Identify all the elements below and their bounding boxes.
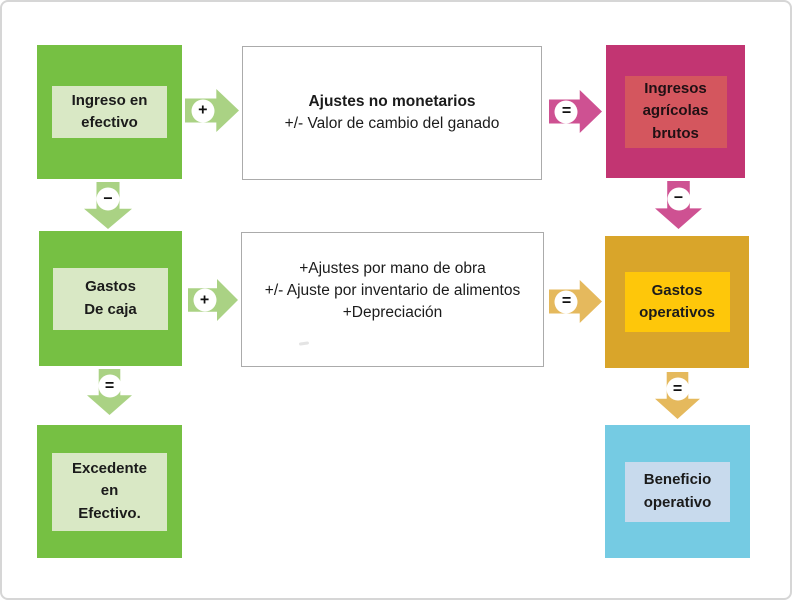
arrow-equals-ajustes-to-gastosop: = — [549, 280, 602, 323]
arrow-plus-gastos-to-ajustes: + — [188, 279, 238, 321]
ajustes-title: Ajustes no monetarios — [308, 93, 476, 110]
node-label-excedente: Excedente en Efectivo. — [52, 452, 167, 531]
node-gastos-de-caja: Gastos De caja — [39, 231, 182, 366]
plus-operator-icon: + — [193, 288, 216, 312]
node-label-gastos-operativos: Gastos operativos — [624, 272, 730, 332]
equals-operator-icon: = — [554, 100, 578, 123]
node-gastos-operativos: Gastos operativos — [605, 236, 749, 368]
node-beneficio-operativo: Beneficio operativo — [605, 425, 750, 558]
equals-operator-icon: = — [554, 290, 578, 313]
ajustes-line: +/- Valor de cambio del ganado — [284, 115, 500, 132]
arrow-minus-ingreso-to-gastos: − — [84, 182, 132, 229]
equals-operator-icon: = — [666, 377, 689, 401]
node-excedente-en-efectivo: Excedente en Efectivo. — [37, 425, 182, 558]
arrow-equals-ajustes-to-brutos: = — [549, 90, 602, 133]
node-label-beneficio: Beneficio operativo — [625, 461, 730, 522]
node-ajustes-operativos: +Ajustes por mano de obra +/- Ajuste por… — [241, 232, 544, 367]
plus-operator-icon: + — [191, 99, 215, 122]
arrow-minus-brutos-to-operativos: − — [655, 181, 702, 229]
minus-operator-icon: − — [667, 187, 690, 211]
minus-operator-icon: − — [96, 187, 120, 211]
node-label-gastos-caja: Gastos De caja — [53, 267, 168, 330]
node-label-ingreso: Ingreso en efectivo — [52, 86, 167, 138]
arrow-equals-gastosop-to-beneficio: = — [655, 372, 700, 419]
arrow-plus-ingreso-to-ajustes: + — [185, 89, 239, 132]
ajustes-operativos-lines: +Ajustes por mano de obra +/- Ajuste por… — [264, 259, 521, 321]
node-ingresos-agricolas-brutos: Ingresos agrícolas brutos — [606, 45, 745, 178]
node-ingreso-en-efectivo: Ingreso en efectivo — [37, 45, 182, 179]
arrow-equals-gastos-to-excedente: = — [87, 369, 132, 415]
node-ajustes-no-monetarios: Ajustes no monetarios +/- Valor de cambi… — [242, 46, 542, 180]
node-label-ingresos-brutos: Ingresos agrícolas brutos — [624, 75, 727, 148]
equals-operator-icon: = — [98, 374, 121, 398]
